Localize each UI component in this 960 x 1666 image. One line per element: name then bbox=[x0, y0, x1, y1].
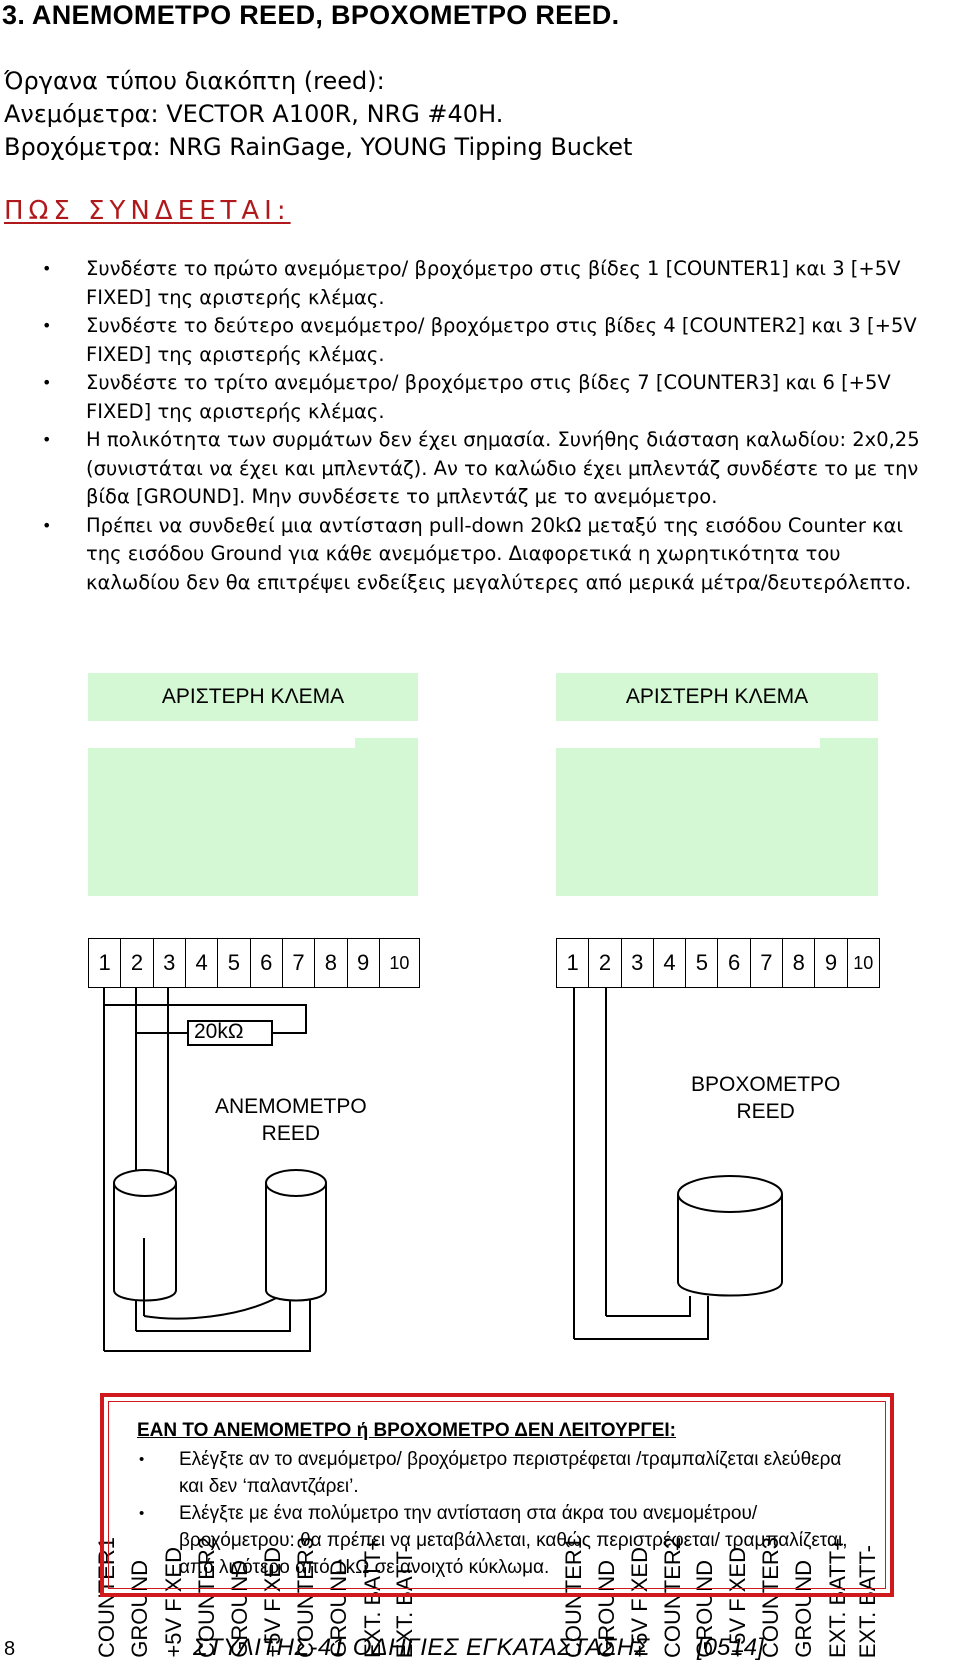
troubleshooting-item: Ελέγξτε αν το ανεμόμετρο/ βροχόμετρο περ… bbox=[137, 1446, 867, 1500]
device-name: ΑΝΕΜΟΜΕΤΡΟ bbox=[215, 1095, 367, 1118]
terminal-number: 5 bbox=[218, 939, 251, 987]
resistor-lead-right bbox=[104, 1004, 307, 1034]
right-battery-terminal-block bbox=[820, 738, 878, 896]
terminal-number: 2 bbox=[121, 939, 154, 987]
section-title: 3. ΑΝΕΜΟΜΕΤΡΟ REED, ΒΡΟΧΟΜΕΤΡΟ REED. bbox=[2, 0, 620, 30]
terminal-number: 6 bbox=[251, 939, 283, 987]
right-terminal-block bbox=[556, 748, 820, 896]
troubleshooting-item: Ελέγξτε με ένα πολύμετρο την αντίσταση σ… bbox=[137, 1500, 867, 1581]
terminal-number: 3 bbox=[622, 939, 654, 987]
footer-code: [0514] bbox=[697, 1634, 764, 1661]
left-terminal-block bbox=[88, 748, 355, 896]
terminal-number: 9 bbox=[815, 939, 848, 987]
left-device-label: ΑΝΕΜΟΜΕΤΡΟ REED bbox=[215, 1093, 367, 1147]
device-name: ΒΡΟΧΟΜΕΤΡΟ bbox=[691, 1073, 841, 1096]
terminal-number: 8 bbox=[783, 939, 816, 987]
how-to-connect-title: ΠΩΣ ΣΥΝΔΕΕΤΑΙ: bbox=[4, 196, 291, 226]
intro-line-3: Βροχόμετρα: NRG RainGage, YOUNG Tipping … bbox=[4, 133, 633, 161]
terminal-number: 6 bbox=[718, 939, 751, 987]
instruction-item: Συνδέστε το πρώτο ανεμόμετρο/ βροχόμετρο… bbox=[40, 255, 940, 312]
terminal-number: 4 bbox=[186, 939, 219, 987]
instruction-item: Συνδέστε το τρίτο ανεμόμετρο/ βροχόμετρο… bbox=[40, 369, 940, 426]
left-terminal-numbers: 1 2 3 4 5 6 7 8 9 10 bbox=[88, 938, 420, 988]
troubleshooting-list: Ελέγξτε αν το ανεμόμετρο/ βροχόμετρο περ… bbox=[137, 1446, 867, 1581]
intro-line-2: Ανεμόμετρα: VECTOR A100R, NRG #40H. bbox=[4, 100, 504, 128]
terminal-number: 5 bbox=[686, 939, 719, 987]
terminal-number: 7 bbox=[751, 939, 784, 987]
page-number: 8 bbox=[4, 1638, 16, 1660]
left-battery-terminal-block bbox=[355, 738, 418, 896]
troubleshooting-box-inner: ΕΑΝ ΤΟ ΑΝΕΜΟΜΕΤΡΟ ή ΒΡΟΧΟΜΕΤΡΟ ΔΕΝ ΛΕΙΤΟ… bbox=[108, 1401, 886, 1589]
terminal-number: 10 bbox=[853, 952, 874, 973]
right-device-label: ΒΡΟΧΟΜΕΤΡΟ REED bbox=[691, 1071, 840, 1125]
left-diagram-header: ΑΡΙΣΤΕΡΗ ΚΛΕΜΑ bbox=[88, 673, 418, 721]
instruction-item: Η πολικότητα των συρμάτων δεν έχει σημασ… bbox=[40, 426, 940, 512]
instruction-item: Συνδέστε το δεύτερο ανεμόμετρο/ βροχόμετ… bbox=[40, 312, 940, 369]
terminal-number: 9 bbox=[348, 939, 380, 987]
terminal-number: 8 bbox=[315, 939, 348, 987]
terminal-number: 1 bbox=[89, 939, 122, 987]
footer-title: ΣΤΥΛΙΤΗΣ-41 ΟΔΗΓΙΕΣ ΕΓΚΑΤΑΣΤΑΣΗΣ bbox=[193, 1634, 650, 1661]
terminal-number: 1 bbox=[557, 939, 590, 987]
resistor-body bbox=[187, 1020, 273, 1046]
terminal-number: 2 bbox=[589, 939, 622, 987]
terminal-number: 4 bbox=[654, 939, 687, 987]
terminal-number: 7 bbox=[283, 939, 316, 987]
right-terminal-numbers: 1 2 3 4 5 6 7 8 9 10 bbox=[556, 938, 880, 988]
troubleshooting-title: ΕΑΝ ΤΟ ΑΝΕΜΟΜΕΤΡΟ ή ΒΡΟΧΟΜΕΤΡΟ ΔΕΝ ΛΕΙΤΟ… bbox=[137, 1420, 677, 1441]
terminal-number: 10 bbox=[389, 952, 410, 973]
intro-line-1: Όργανα τύπου διακόπτη (reed): bbox=[4, 67, 385, 95]
terminal-number: 3 bbox=[154, 939, 186, 987]
connection-instructions: Συνδέστε το πρώτο ανεμόμετρο/ βροχόμετρο… bbox=[40, 255, 940, 597]
device-type: REED bbox=[736, 1100, 795, 1123]
troubleshooting-box: ΕΑΝ ΤΟ ΑΝΕΜΟΜΕΤΡΟ ή ΒΡΟΧΟΜΕΤΡΟ ΔΕΝ ΛΕΙΤΟ… bbox=[100, 1393, 894, 1597]
device-type: REED bbox=[261, 1122, 321, 1145]
resistor-label: 20kΩ bbox=[194, 1020, 244, 1043]
instruction-item: Πρέπει να συνδεθεί μια αντίσταση pull-do… bbox=[40, 512, 940, 598]
right-diagram-header: ΑΡΙΣΤΕΡΗ ΚΛΕΜΑ bbox=[556, 673, 878, 721]
